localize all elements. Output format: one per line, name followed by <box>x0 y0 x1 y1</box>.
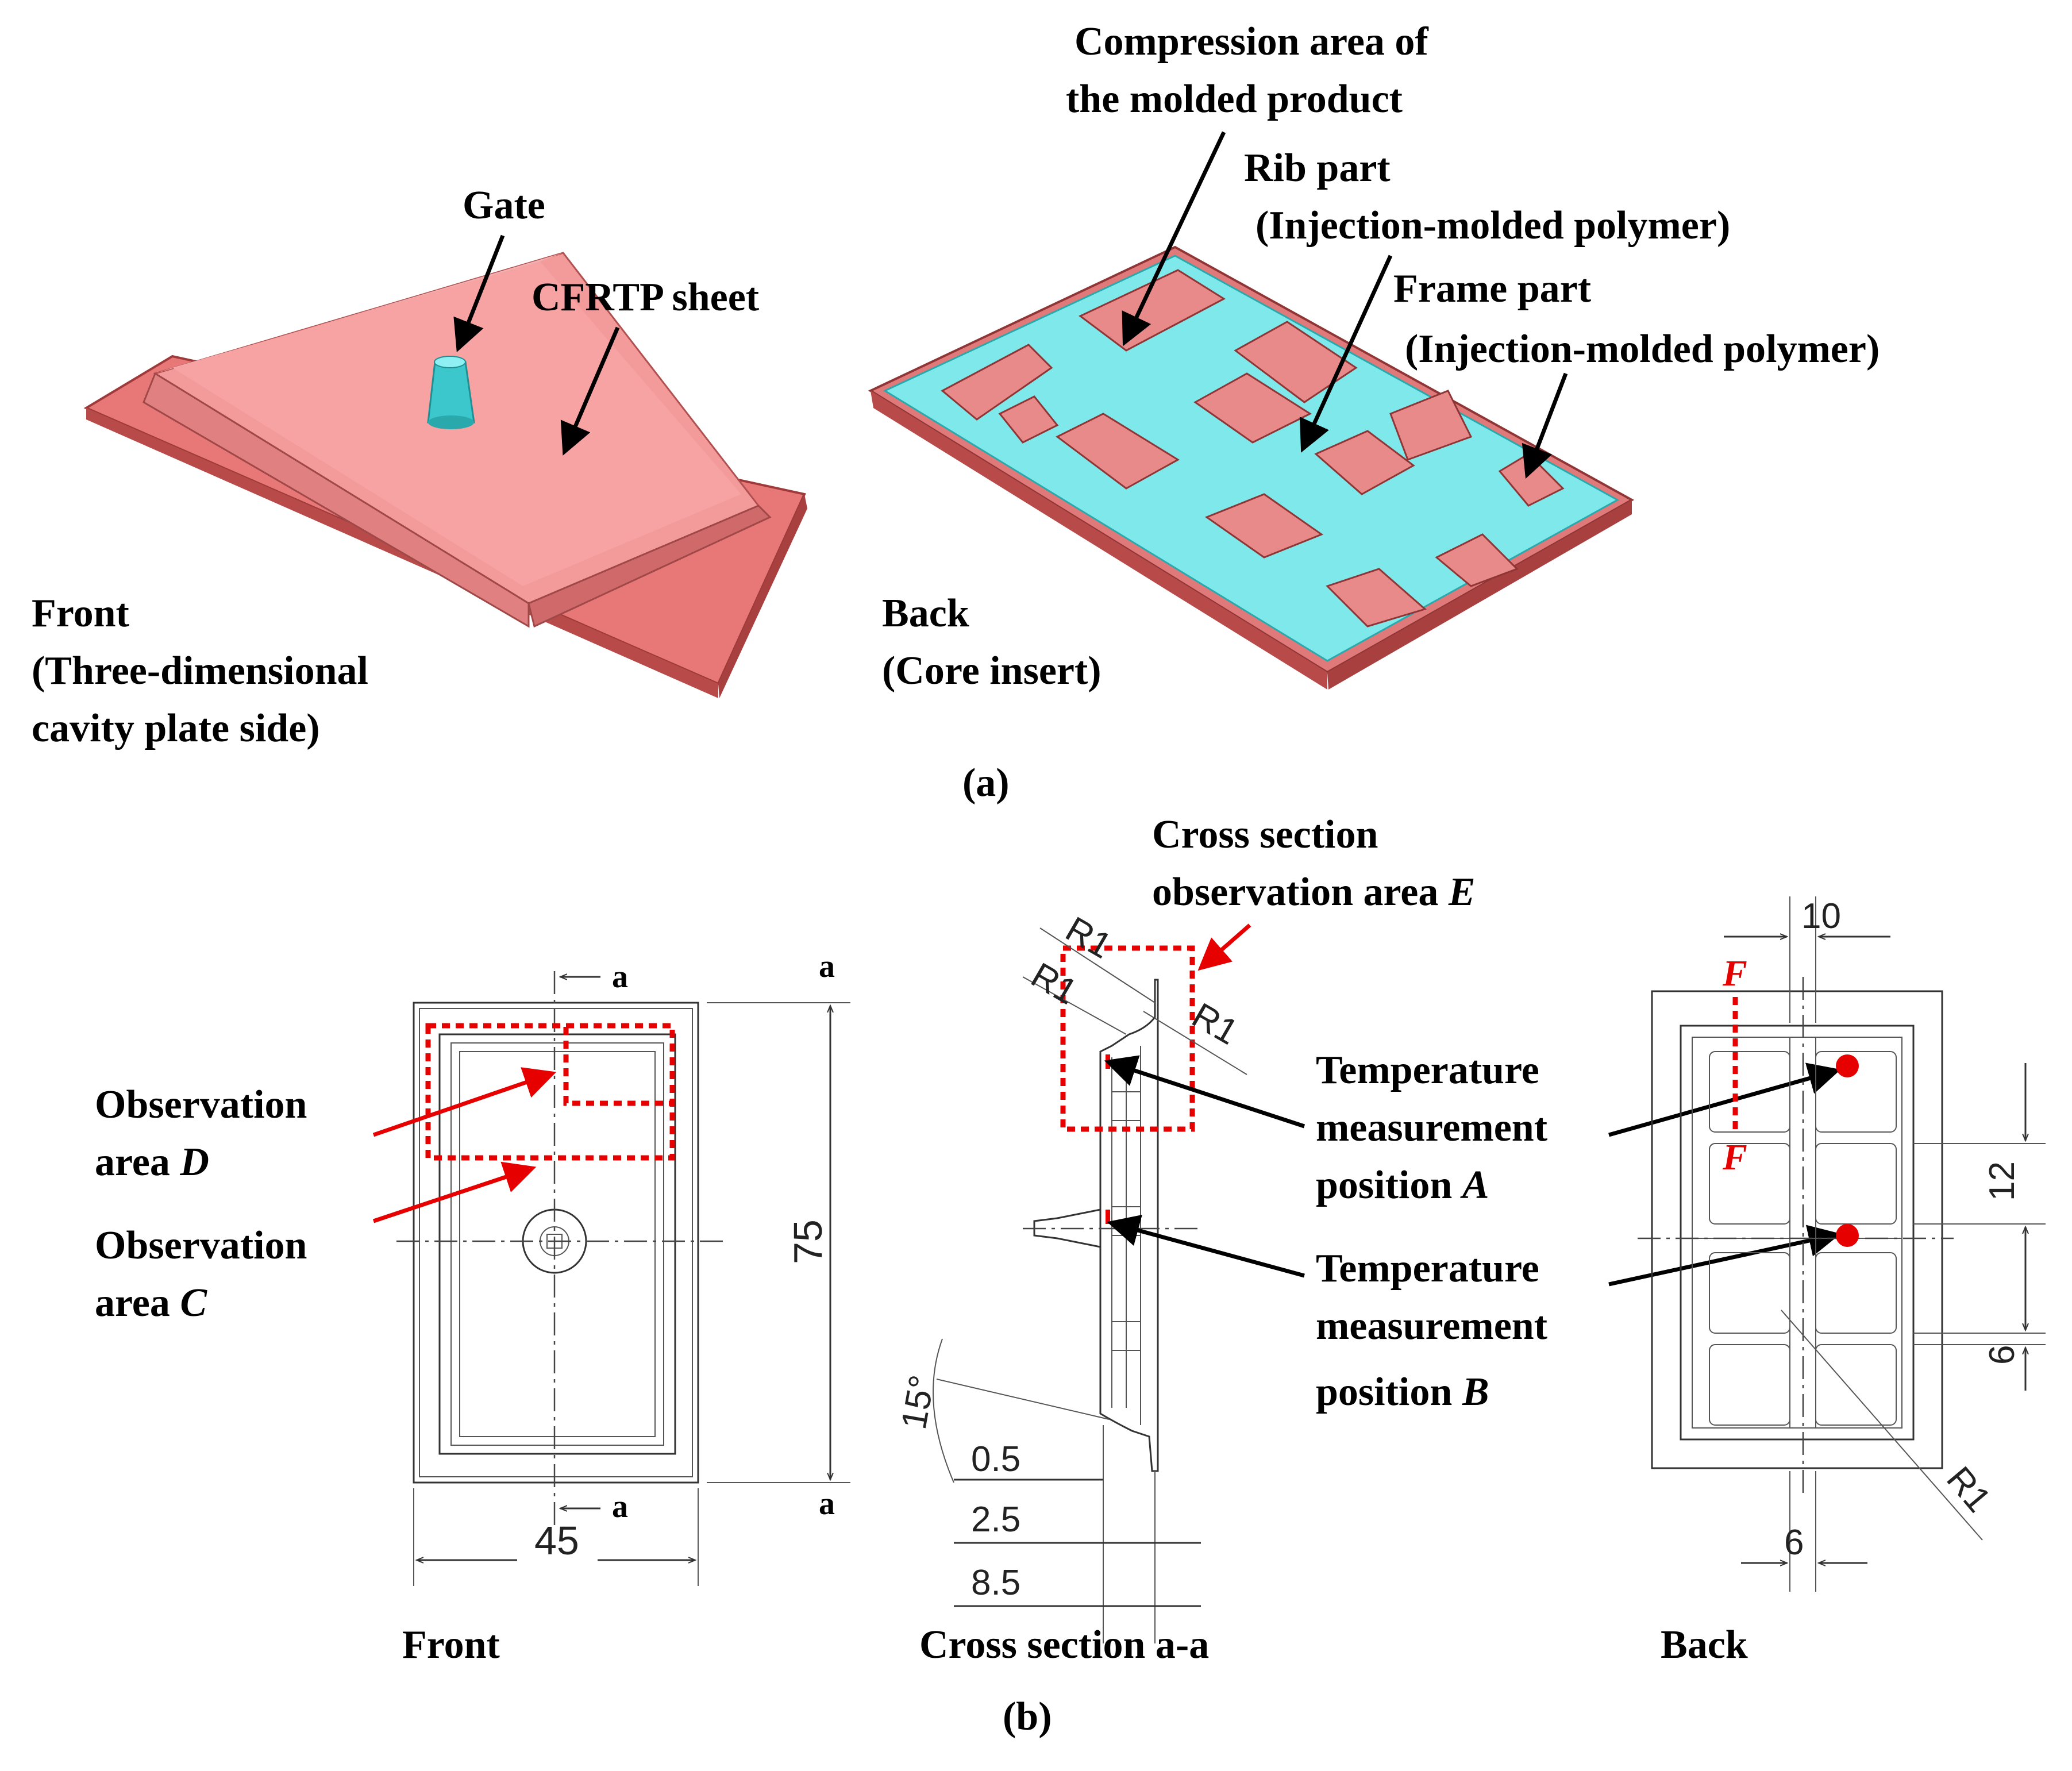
temp-a-arrow-right <box>1608 1062 1841 1137</box>
panel-b-label: (b) <box>1003 1695 1052 1739</box>
temp-a-3: position <box>1316 1163 1462 1207</box>
obs-d-2: area D <box>95 1140 209 1184</box>
observation-area-e-box <box>1060 945 1195 1132</box>
temperature-labels: Temperature measurement position A Tempe… <box>1104 1048 1841 1414</box>
dim-6-bottom: 6 <box>1784 1523 1804 1562</box>
rib-arrow <box>1299 255 1393 453</box>
section-mark-bottom: a <box>612 1489 628 1524</box>
temp-b-arrow-right <box>1608 1225 1841 1287</box>
obs-c-2: area C <box>95 1281 207 1325</box>
frame-arrow <box>1522 372 1568 479</box>
front-title: Front <box>402 1623 500 1667</box>
dim-2-5: 2.5 <box>971 1500 1020 1539</box>
cross-title: Cross section a-a <box>919 1623 1209 1667</box>
observation-area-c-box <box>425 1023 675 1161</box>
front-caption-1: Front <box>32 591 129 636</box>
obs-d-arrow <box>372 1067 557 1137</box>
svg-text:position A: position A <box>1316 1163 1489 1207</box>
compression-label-2: the molded product <box>1066 77 1403 121</box>
r1-top: R1 <box>1059 909 1118 966</box>
temp-a-arrow-left <box>1104 1055 1305 1129</box>
front-observation-labels: Observation area D Observation area C <box>95 1067 557 1325</box>
dim-10: 10 <box>1801 896 1841 936</box>
back-title: Back <box>1661 1623 1748 1667</box>
dim-12: 12 <box>1982 1161 2022 1201</box>
front-caption-2: (Three-dimensional <box>32 649 368 693</box>
temp-point-a <box>1836 1054 1859 1077</box>
cross-observation-labels: Cross section observation area E <box>1152 813 1476 971</box>
dim-45: 45 <box>534 1518 579 1563</box>
cross-obs-2: observation area <box>1152 870 1449 914</box>
back-drawing: F F 10 12 6 R1 6 Back <box>1638 896 2046 1667</box>
rib-label-1: Rib part <box>1244 146 1391 190</box>
section-mark-right-top: a <box>819 949 835 984</box>
panel-a-label: (a) <box>962 761 1010 805</box>
dim-6-right: 6 <box>1982 1345 2022 1365</box>
observation-area-d-box <box>563 1023 675 1106</box>
gate-arrow <box>453 234 505 353</box>
frame-label-2: (Injection-molded polymer) <box>1405 327 1880 371</box>
rib-label-2: (Injection-molded polymer) <box>1255 203 1730 248</box>
angle-15: 15° <box>894 1372 942 1432</box>
svg-text:observation area E: observation area E <box>1152 870 1476 914</box>
dim-75: 75 <box>785 1219 830 1264</box>
back-part-render <box>868 245 1635 690</box>
temp-a-2: measurement <box>1316 1106 1547 1150</box>
r1-back: R1 <box>1939 1460 1998 1520</box>
r1-middle: R1 <box>1025 955 1084 1012</box>
obs-c-1: Observation <box>95 1223 307 1268</box>
cross-section-drawing: R1 R1 R1 15° 0.5 2.5 8.5 Cross section a… <box>894 909 1247 1667</box>
obs-d-1: Observation <box>95 1083 307 1127</box>
frame-label-1: Frame part <box>1393 267 1591 311</box>
pockets <box>941 269 1565 627</box>
front-drawing: a a a a 75 45 Front <box>396 949 850 1667</box>
dim-0-5: 0.5 <box>971 1439 1020 1479</box>
cfrtp-arrow <box>560 326 620 456</box>
gate-render <box>427 356 475 429</box>
front-part-render <box>83 252 807 698</box>
temp-b-2: measurement <box>1316 1304 1547 1348</box>
compression-arrow <box>1122 131 1226 346</box>
temp-b-arrow-left <box>1107 1215 1305 1278</box>
dim-8-5: 8.5 <box>971 1563 1020 1603</box>
svg-text:position B: position B <box>1316 1370 1489 1414</box>
cfrtp-label: CFRTP sheet <box>532 275 759 319</box>
temp-b-3: position <box>1316 1370 1462 1414</box>
cross-obs-1: Cross section <box>1152 813 1378 857</box>
temp-b-1: Temperature <box>1316 1246 1539 1291</box>
temp-point-b <box>1836 1224 1859 1247</box>
front-caption-3: cavity plate side) <box>32 706 320 750</box>
compression-label-1: Compression area of <box>1074 20 1428 64</box>
obs-c-arrow <box>372 1161 537 1223</box>
panel-a-labels: Gate CFRTP sheet Front (Three-dimensiona… <box>32 20 1880 805</box>
section-mark-right-bottom: a <box>819 1486 835 1522</box>
f-mark-top: F <box>1722 953 1747 994</box>
back-caption-2: (Core insert) <box>882 649 1102 693</box>
cross-obs-arrow <box>1197 923 1251 971</box>
section-mark-top: a <box>612 959 628 995</box>
temp-a-1: Temperature <box>1316 1048 1539 1092</box>
gate-label: Gate <box>463 183 545 228</box>
f-mark-bottom: F <box>1722 1137 1747 1177</box>
back-caption-1: Back <box>882 591 969 636</box>
